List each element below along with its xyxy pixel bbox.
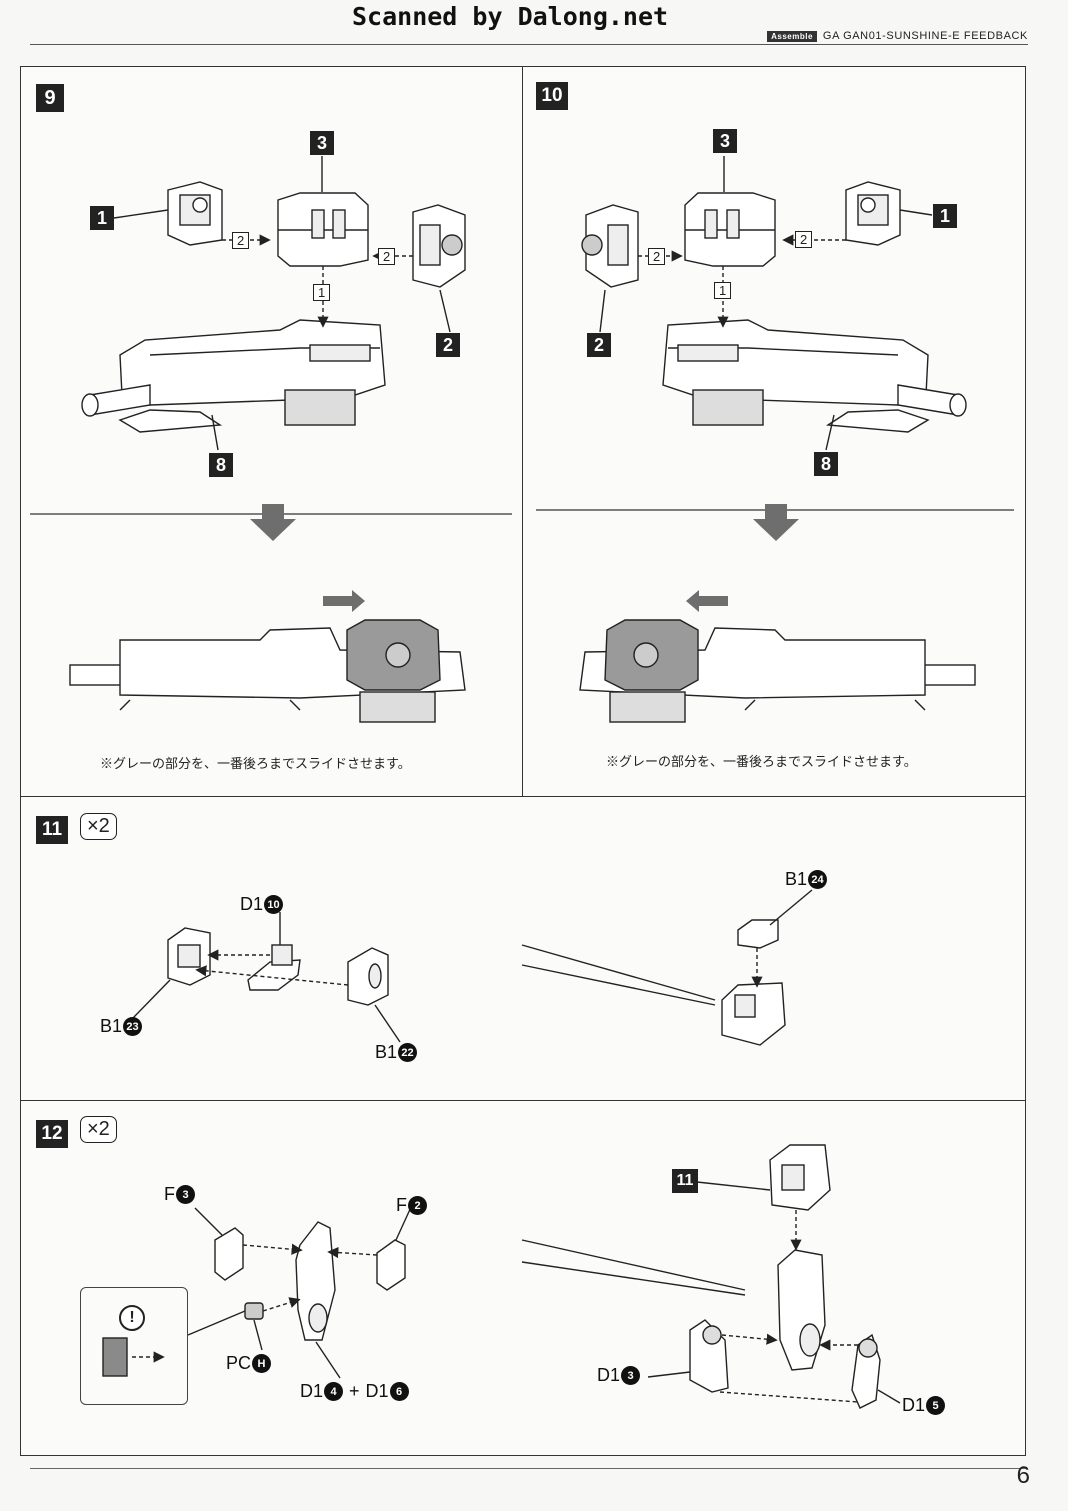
step9-part2-drawing [412, 204, 466, 288]
step-12-number: 12 [36, 1120, 68, 1148]
step-9-number: 9 [36, 84, 64, 112]
step10-note: ※グレーの部分を、一番後ろまでスライドさせます。 [606, 754, 917, 769]
assemble-tag: Assemble [767, 30, 817, 42]
step11-b1-22-drawing [347, 947, 389, 1006]
step10-part3-drawing [684, 192, 776, 267]
footer-rule [30, 1468, 1028, 1469]
step9-arrow-label-a: 2 [232, 232, 250, 249]
step9-part3-drawing [277, 192, 369, 267]
step10-part2-drawing [581, 204, 639, 288]
step12-body-drawing [777, 1249, 826, 1371]
step10-part-label-1: 1 [933, 204, 957, 228]
step9-note: ※グレーの部分を、一番後ろまでスライドさせます。 [100, 756, 411, 771]
step12-d1-5-drawing [851, 1333, 881, 1409]
step12-f3-drawing [214, 1227, 244, 1281]
step11-assembly-drawing [721, 919, 786, 1046]
step-11-number: 11 [36, 816, 68, 844]
step9-arrow-label-b: 2 [378, 248, 396, 265]
step9-gun-body-drawing [81, 319, 386, 433]
step10-part-label-3: 3 [713, 129, 737, 153]
header-rule [30, 44, 1028, 45]
step9-part-label-8: 8 [209, 453, 233, 477]
step12-d1-4-6-drawing [295, 1221, 336, 1341]
step10-part-label-8: 8 [814, 452, 838, 476]
page-number: 6 [1016, 1462, 1030, 1489]
step10-side-view-drawing [579, 619, 976, 723]
step12-sub-ref-11: 11 [672, 1169, 698, 1193]
step11-b1-23-drawing [167, 927, 211, 986]
step10-arrow-label-a: 2 [795, 231, 813, 248]
step10-gun-body-drawing [662, 319, 967, 433]
caution-icon: ! [119, 1305, 145, 1331]
step11-d1-10-drawing [247, 944, 301, 991]
model-name: GA GAN01-SUNSHINE-E FEEDBACK [822, 30, 1028, 42]
step10-part-label-2: 2 [587, 333, 611, 357]
step12-sub11-drawing [769, 1144, 831, 1211]
step-10-number: 10 [536, 82, 568, 110]
step9-part-label-2: 2 [436, 333, 460, 357]
step12-d1-3-drawing [689, 1319, 729, 1393]
scanner-credit: Scanned by Dalong.net [352, 2, 669, 31]
step9-part-label-1: 1 [90, 206, 114, 230]
step12-pc-h-drawing [244, 1302, 264, 1320]
step12-multiplier: ×2 [80, 1116, 117, 1143]
caution-box [80, 1287, 188, 1405]
step11-multiplier: ×2 [80, 813, 117, 840]
step9-part1-drawing [167, 181, 223, 246]
page-header: Assemble GA GAN01-SUNSHINE-E FEEDBACK [767, 30, 1028, 42]
step10-arrow-label-b: 2 [648, 248, 666, 265]
step9-part-label-3: 3 [310, 131, 334, 155]
step9-side-view-drawing [69, 619, 466, 723]
step10-part1-drawing [845, 181, 901, 246]
step9-arrow-label-c: 1 [313, 284, 331, 301]
step12-f2-drawing [376, 1239, 406, 1291]
step10-arrow-label-c: 1 [714, 282, 732, 299]
